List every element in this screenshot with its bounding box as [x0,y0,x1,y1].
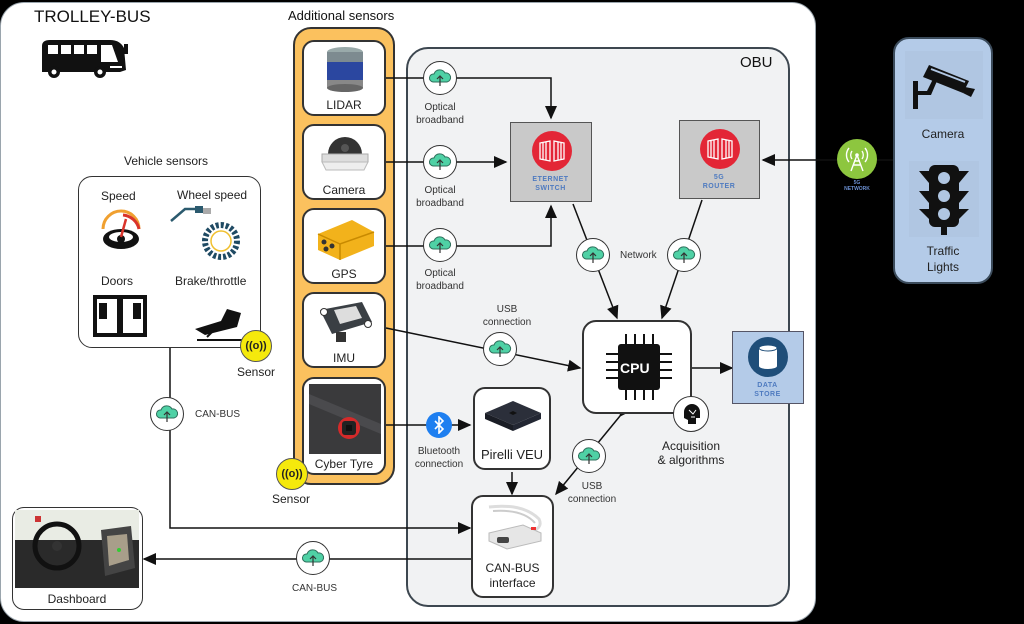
trolley-bus-title: TROLLEY-BUS [34,7,151,26]
cpu-chip-label: CPU [620,360,650,376]
cloud-transfer-icon [582,246,605,263]
database-icon [748,337,788,377]
canbus-vehicle-label: CAN-BUS [195,409,241,420]
can-adapter-icon [488,504,542,550]
usb-can-cloud [572,439,606,473]
brake-throttle-label: Brake/throttle [175,274,247,288]
gate-icon [700,129,740,169]
pirelli-device-icon [485,401,541,431]
speedometer-icon [97,207,145,256]
gps-card: GPS [302,208,386,284]
traffic-light-icon [909,161,979,237]
optical-cloud-2 [423,145,457,179]
imu-label: IMU [333,351,355,365]
cloud-transfer-icon [429,69,452,86]
bus-icon [40,36,130,85]
5g-tower-icon [837,139,877,179]
doors-label: Doors [101,274,134,288]
infra-camera-label: Camera [921,127,965,141]
cloud-transfer-icon [489,340,512,357]
gps-unit-icon [317,220,375,260]
wheel-speed-label: Wheel speed [177,188,248,202]
bluetooth-icon [426,412,452,438]
cpu-caption: Acquisition& algorithms [657,439,725,467]
camera-card: Camera [302,124,386,200]
wireless-sensor-icon: ((o)) [281,468,303,480]
canbus-dashboard-cloud [296,541,330,575]
vehicle-sensor-badge: ((o)) [240,330,272,362]
additional-sensor-badge: ((o)) [276,458,308,490]
lidar-card: LIDAR [302,40,386,116]
cyber-tyre-label: Cyber Tyre [314,457,374,471]
lidar-icon [327,47,363,92]
gate-icon [532,131,572,171]
additional-sensors-title: Additional sensors [288,8,395,23]
canbus-dashboard-label: CAN-BUS [292,583,338,594]
network-label: Network [620,250,657,261]
obu-title: OBU [740,54,773,71]
dashboard-box: Dashboard [12,507,143,610]
doors-icon [91,293,149,344]
pirelli-veu-label: Pirelli VEU [480,447,544,462]
cloud-transfer-icon [302,549,325,566]
cpu-chip-icon [606,334,672,400]
imu-card: IMU [302,292,386,368]
cloud-transfer-icon [429,236,452,253]
wireless-sensor-icon: ((o)) [245,340,267,352]
additional-sensor-badge-label: Sensor [272,492,311,506]
ai-head-icon [673,396,709,432]
dome-camera-icon [321,137,369,171]
cyber-tyre-card: Cyber Tyre [302,377,386,475]
imu-sensor-icon [320,302,372,342]
speed-label: Speed [101,189,136,203]
network-cloud-left [576,238,610,272]
optical-cloud-3 [423,228,457,262]
usb-imu-cloud [483,332,517,366]
cloud-transfer-icon [673,246,696,263]
optical-cloud-1 [423,61,457,95]
network-cloud-right [667,238,701,272]
canbus-vehicle-cloud [150,397,184,431]
vehicle-sensors-box: Speed Wheel speed Doors Brake/throttle [78,176,261,348]
cloud-transfer-icon [156,405,179,422]
gps-label: GPS [331,267,357,281]
cloud-transfer-icon [429,153,452,170]
vehicle-sensor-badge-label: Sensor [237,365,276,379]
vehicle-sensors-title: Vehicle sensors [124,154,209,168]
cyber-tyre-image [309,384,381,454]
lidar-label: LIDAR [326,98,362,112]
dashboard-image [15,510,139,588]
pedal-icon [191,307,247,348]
wheel-speed-sensor-icon [167,203,243,268]
cloud-transfer-icon [578,447,601,464]
pirelli-veu-box: Pirelli VEU [473,387,551,470]
cctv-camera-icon [905,51,983,119]
cpu-box: CPU [582,320,692,414]
dashboard-label: Dashboard [47,592,107,606]
camera-label: Camera [322,183,366,197]
